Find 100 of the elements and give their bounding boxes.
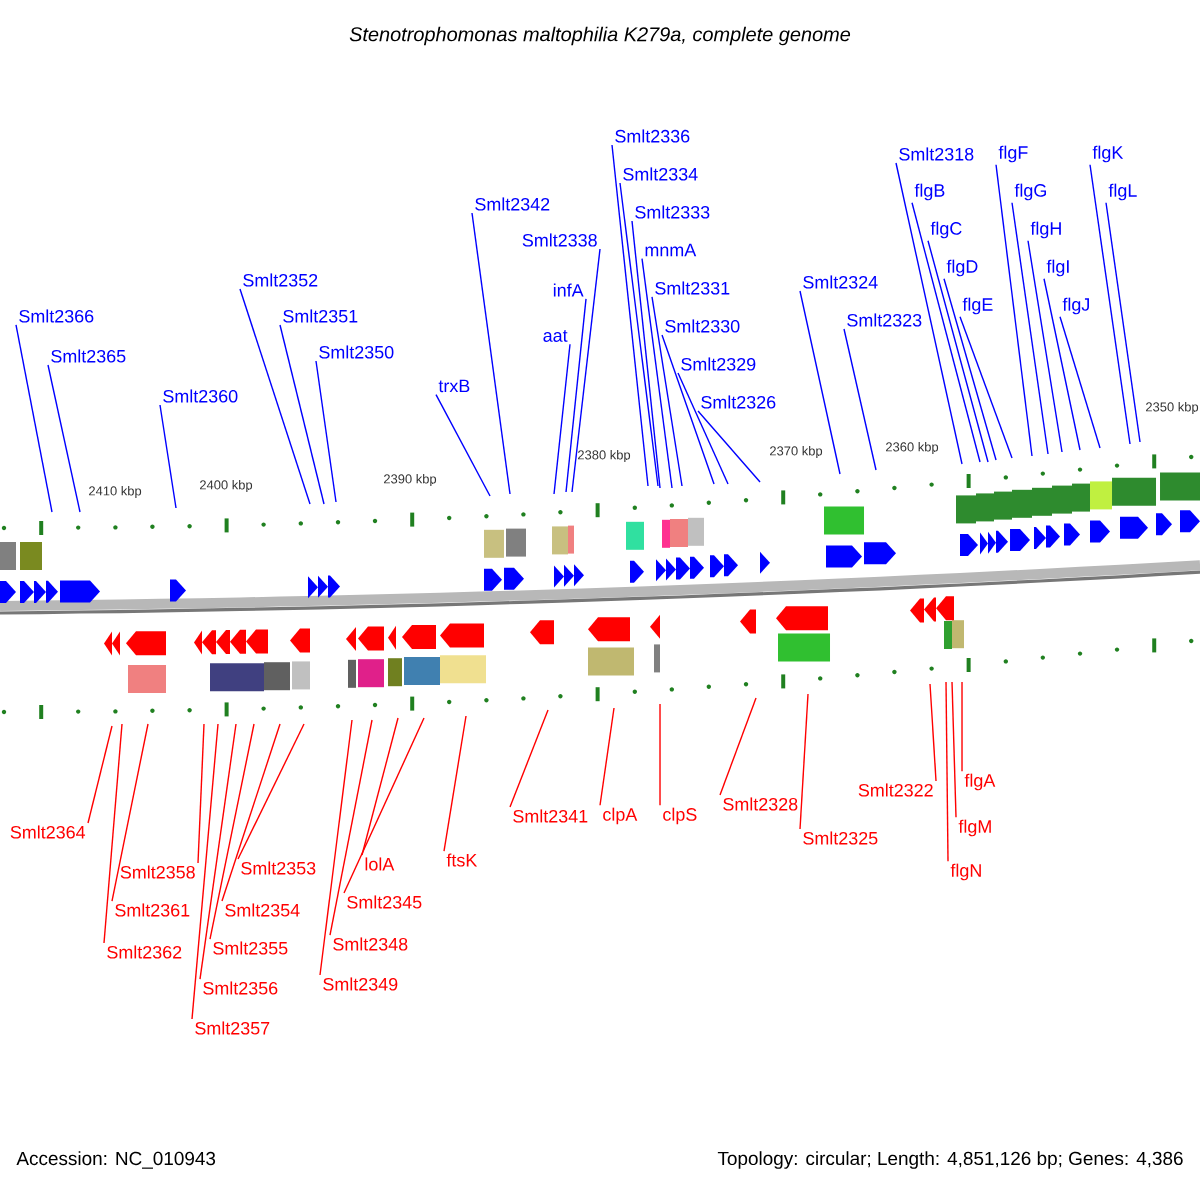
leader-line bbox=[659, 703, 661, 806]
leader-line bbox=[239, 288, 311, 505]
gene-label: clpS bbox=[663, 807, 697, 825]
gene-label: flgD bbox=[946, 259, 978, 277]
leader-line bbox=[571, 248, 601, 493]
gene-label: Smlt2360 bbox=[163, 389, 238, 403]
accession-text: Accession: NC_010943 bbox=[16, 1151, 216, 1169]
gene-label: Smlt2352 bbox=[243, 273, 318, 287]
leader-line bbox=[329, 719, 373, 936]
gene-label: flgB bbox=[914, 183, 945, 201]
gene-label: aat bbox=[543, 330, 568, 342]
leader-line bbox=[1105, 202, 1141, 443]
title: Stenotrophomonas maltophilia K279a, complete genome bbox=[349, 26, 851, 46]
gene-label: Smlt2348 bbox=[333, 937, 408, 951]
leader-line bbox=[361, 717, 399, 856]
gene-label: Smlt2357 bbox=[195, 1021, 270, 1035]
gene-label: infA bbox=[553, 283, 584, 297]
gene-label: Smlt2362 bbox=[107, 945, 182, 959]
leader-line bbox=[103, 723, 123, 944]
leader-line bbox=[677, 372, 729, 485]
leader-line bbox=[191, 723, 219, 1020]
leader-line bbox=[443, 715, 467, 852]
leader-line bbox=[945, 681, 949, 862]
gene-label: Smlt2323 bbox=[847, 313, 922, 327]
gene-label: flgI bbox=[1046, 259, 1069, 277]
gene-label: Smlt2353 bbox=[241, 861, 316, 875]
gene-label: flgL bbox=[1108, 183, 1137, 201]
leader-line bbox=[961, 681, 963, 772]
leader-line bbox=[315, 360, 337, 503]
gene-label: flgA bbox=[964, 773, 996, 791]
leader-line bbox=[1059, 316, 1101, 449]
gene-label: Smlt2345 bbox=[347, 895, 422, 909]
gene-label: Smlt2338 bbox=[522, 233, 597, 247]
gene-label: ftsK bbox=[446, 853, 478, 867]
leader-line bbox=[1027, 240, 1063, 453]
gene-label: lolA bbox=[365, 857, 395, 871]
leader-line bbox=[995, 164, 1033, 457]
leader-line bbox=[641, 257, 673, 489]
leader-line bbox=[47, 364, 81, 513]
gene-label: flgJ bbox=[1062, 297, 1089, 315]
leader-line bbox=[221, 723, 281, 902]
gene-label: flgK bbox=[1092, 145, 1124, 163]
leader-line bbox=[159, 404, 177, 509]
gene-label: flgE bbox=[962, 297, 993, 315]
gene-label: Smlt2364 bbox=[10, 825, 86, 839]
leader-line bbox=[471, 212, 511, 495]
gene-label: flgH bbox=[1030, 221, 1061, 239]
gene-label: Smlt2365 bbox=[51, 349, 126, 363]
leader-line bbox=[843, 328, 877, 471]
leader-line bbox=[565, 298, 587, 493]
gene-label: flgN bbox=[950, 863, 981, 881]
gene-label: flgG bbox=[1014, 183, 1046, 201]
leader-line bbox=[799, 693, 809, 830]
gene-label: Smlt2329 bbox=[681, 357, 756, 371]
leader-line bbox=[199, 723, 237, 980]
leader-line bbox=[111, 723, 149, 902]
gene-label: Smlt2325 bbox=[803, 831, 878, 845]
leader-line bbox=[697, 410, 761, 483]
gene-label: Smlt2336 bbox=[615, 129, 690, 143]
gene-label: Smlt2358 bbox=[120, 865, 195, 879]
leader-line bbox=[1011, 202, 1049, 455]
leader-line bbox=[911, 202, 981, 463]
gene-label: Smlt2349 bbox=[323, 977, 398, 991]
leader-line bbox=[15, 324, 53, 513]
leader-line bbox=[87, 725, 113, 824]
gene-label: Smlt2331 bbox=[655, 281, 730, 295]
leader-line bbox=[799, 290, 841, 475]
leader-line bbox=[237, 723, 305, 860]
genome-stats-text: Topology: circular; Length: 4,851,126 bp; Genes: 4,386 bbox=[717, 1151, 1183, 1169]
gene-label: Smlt2328 bbox=[723, 797, 798, 811]
gene-label: Smlt2341 bbox=[513, 809, 588, 823]
gene-label: Smlt2330 bbox=[665, 319, 740, 333]
leader-line bbox=[209, 723, 255, 940]
leader-line bbox=[661, 334, 715, 485]
gene-label: Smlt2356 bbox=[203, 981, 278, 995]
leader-line bbox=[509, 709, 549, 808]
leader-line bbox=[319, 719, 353, 976]
leader-line bbox=[279, 324, 325, 505]
gene-label: Smlt2324 bbox=[803, 275, 878, 289]
leader-line bbox=[1089, 164, 1131, 445]
gene-label: clpA bbox=[603, 807, 638, 825]
leader-line bbox=[929, 683, 937, 782]
gene-label: Smlt2351 bbox=[283, 309, 358, 323]
leader-line bbox=[599, 707, 615, 806]
gene-label: mnmA bbox=[645, 243, 697, 257]
leader-line bbox=[951, 681, 957, 818]
leader-line bbox=[943, 278, 997, 461]
leader-line bbox=[1043, 278, 1081, 451]
gene-label: Smlt2361 bbox=[115, 903, 190, 917]
leader-line bbox=[895, 162, 963, 465]
leader-line bbox=[435, 393, 491, 497]
gene-label: flgC bbox=[930, 221, 962, 239]
leader-line bbox=[631, 220, 661, 489]
gene-label: Smlt2354 bbox=[225, 903, 300, 917]
gene-label: Smlt2334 bbox=[623, 167, 698, 181]
leader-line bbox=[927, 240, 989, 463]
leader-line bbox=[651, 296, 683, 487]
gene-label: Smlt2333 bbox=[635, 205, 710, 219]
leader-line bbox=[611, 144, 649, 487]
leader-line bbox=[959, 316, 1013, 459]
